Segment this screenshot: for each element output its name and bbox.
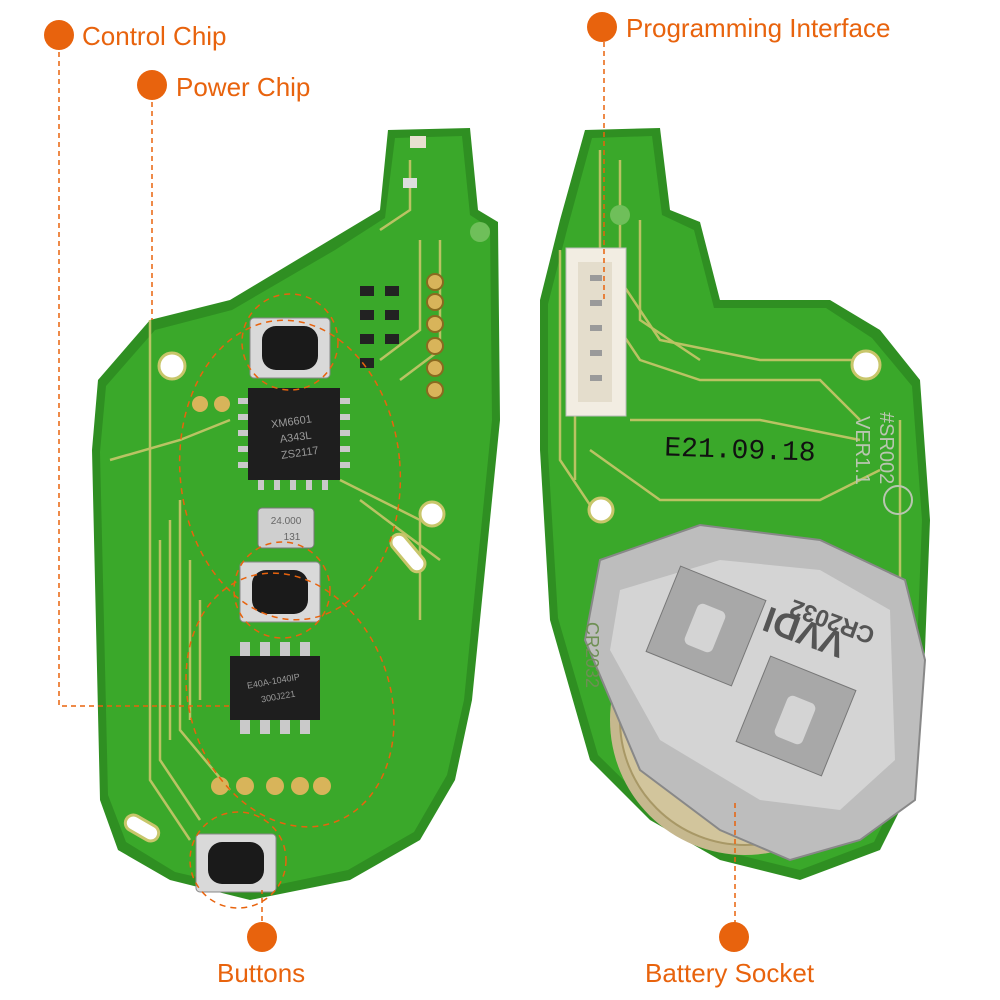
- crystal-line-1: 24.000: [271, 516, 302, 527]
- bottom-tact-button: [195, 833, 277, 893]
- led-component: [410, 136, 426, 148]
- model-marking: #SR002: [875, 412, 897, 484]
- battery-side-marking: CR2032: [582, 622, 602, 688]
- control-chip-label: Control Chip: [82, 21, 227, 51]
- battery-socket: CR2032 VVDI CR2032: [582, 523, 927, 862]
- middle-tact-button: [239, 561, 321, 623]
- programming-interface-marker: [587, 12, 617, 42]
- crystal-oscillator: 24.000 131: [257, 507, 315, 549]
- chip-main-line-1: XM6601: [270, 413, 312, 431]
- power-chip-label: Power Chip: [176, 72, 311, 102]
- buttons-marker: [247, 922, 277, 952]
- programming-interface-label: Programming Interface: [626, 13, 891, 43]
- power-chip-marker: [137, 70, 167, 100]
- control-chip: XM6601 A343L ZS2117: [238, 388, 350, 490]
- programming-connector: [565, 247, 627, 417]
- control-chip-leader: [58, 52, 230, 707]
- buttons-label: Buttons: [217, 958, 306, 988]
- date-code: E21.09.18: [664, 433, 816, 469]
- top-tact-button: [249, 317, 331, 379]
- battery-socket-label: Battery Socket: [645, 958, 815, 988]
- chip-main-line-3: ZS2117: [280, 445, 319, 462]
- power-chip: E40A-1040IP 300J221: [230, 642, 320, 734]
- crystal-line-2: 131: [284, 532, 301, 543]
- callout-leader-lines: [58, 42, 736, 930]
- left-pcb-board: XM6601 A343L ZS2117 24.000 131 E40A-1040…: [92, 128, 500, 909]
- version-marking: VER1.1: [851, 416, 873, 485]
- control-chip-marker: [44, 20, 74, 50]
- right-pcb-board: E21.09.18 #SR002 VER1.1 CR2032 VVDI CR20…: [540, 128, 930, 880]
- chip-main-line-2: A343L: [279, 430, 312, 446]
- battery-socket-marker: [719, 922, 749, 952]
